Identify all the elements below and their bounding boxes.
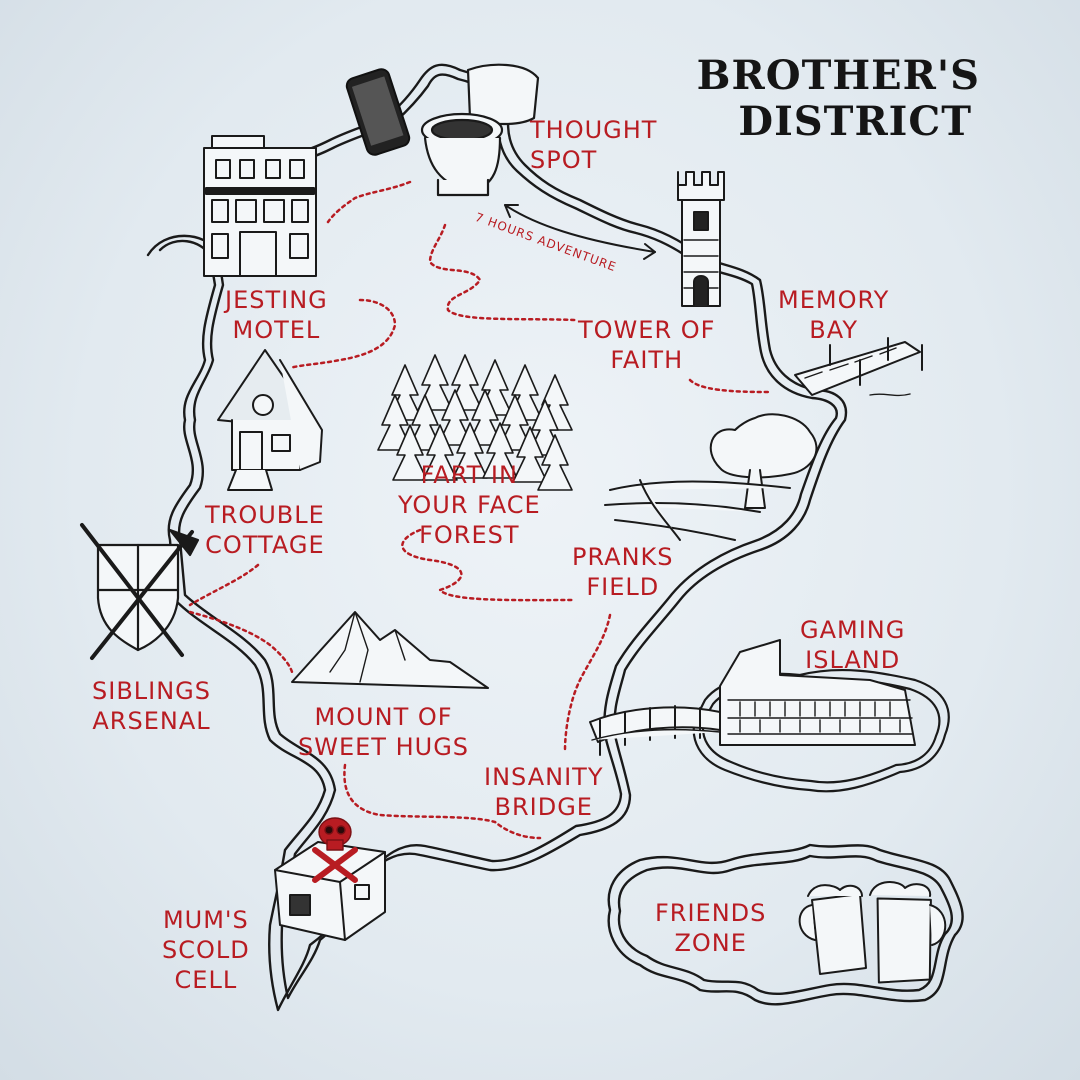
phone-icon: [345, 68, 411, 156]
tower-icon: [677, 171, 725, 307]
shield-swords-icon: [80, 523, 200, 660]
pier-icon: [794, 337, 923, 397]
skull-crossbones-icon: [312, 817, 358, 883]
cottage-icon: [217, 349, 323, 491]
stitched-routes: [188, 180, 770, 840]
mountain-icon: [291, 611, 489, 689]
cell-building-icon: [274, 841, 386, 941]
beer-mugs-icon: [798, 881, 947, 984]
map-title-line2: DISTRICT: [738, 98, 972, 145]
friends-zone-outline: [607, 843, 964, 1006]
toilet-icon: [420, 63, 540, 197]
motel-building-icon: [203, 135, 317, 277]
colosseum-icon: [719, 639, 916, 746]
tree-field-icon: [604, 413, 818, 541]
adventure-arrow: [504, 204, 656, 260]
map-title-line1: BROTHER'S: [696, 52, 980, 99]
bridge-icon: [589, 705, 721, 756]
forest-icon: [377, 354, 573, 491]
